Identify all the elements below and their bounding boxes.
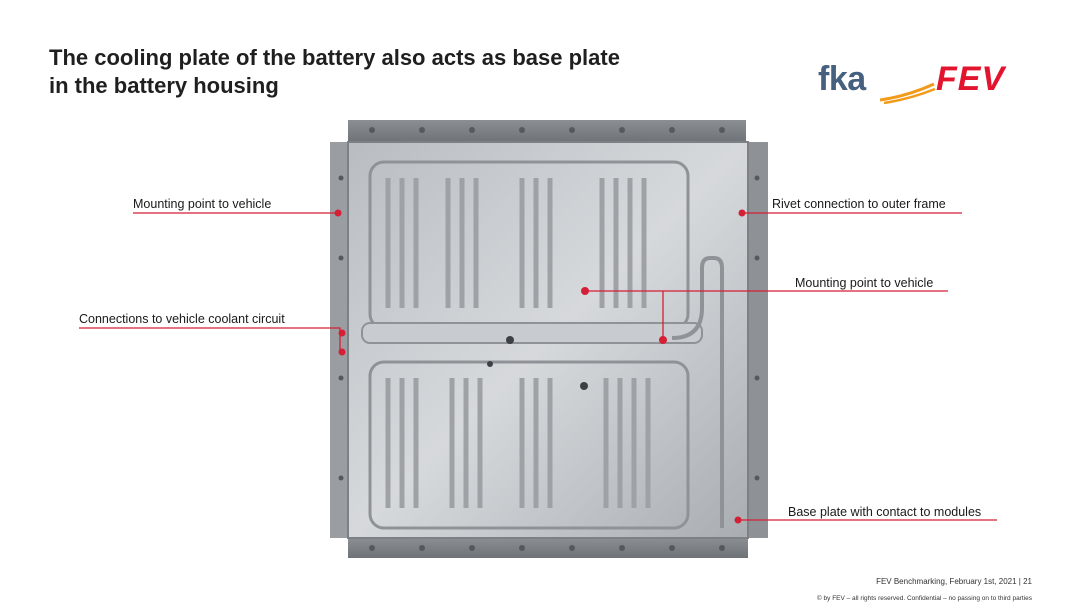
title-line-2: in the battery housing <box>49 73 279 98</box>
fka-logo-text: fka <box>818 60 866 98</box>
lower-channel-loops <box>385 378 651 508</box>
label-base-plate: Base plate with contact to modules <box>788 505 982 519</box>
upper-channel-loops <box>385 178 647 308</box>
label-mounting-point-left: Mounting point to vehicle <box>133 197 272 211</box>
label-mounting-point-right: Mounting point to vehicle <box>795 276 934 290</box>
lower-coolant-channel-outline <box>368 360 690 530</box>
right-serpentine-channel <box>671 256 724 528</box>
fev-logo-text: FEV <box>936 60 1006 98</box>
plate-holes <box>487 336 588 390</box>
leader-coolant <box>79 327 341 352</box>
footer-benchmarking: FEV Benchmarking, February 1st, 2021 | 2… <box>876 577 1032 586</box>
bottom-frame-rail <box>348 538 748 558</box>
label-rivet-connection: Rivet connection to outer frame <box>772 197 946 211</box>
fka-fev-logo: fka FEV <box>818 60 1033 112</box>
frame-bolts <box>338 127 760 551</box>
title-line-1: The cooling plate of the battery also ac… <box>49 45 620 70</box>
footer-copyright: © by FEV – all rights reserved. Confiden… <box>816 595 1032 602</box>
right-frame-rail <box>746 142 768 538</box>
left-frame-rail <box>330 142 352 538</box>
header-channel <box>361 322 703 344</box>
slide-title: The cooling plate of the battery also ac… <box>49 44 749 100</box>
label-coolant-connections: Connections to vehicle coolant circuit <box>79 312 285 326</box>
cooling-plate-photo <box>330 120 768 558</box>
chevron-arrows-icon <box>880 82 936 104</box>
top-frame-rail <box>348 120 746 142</box>
